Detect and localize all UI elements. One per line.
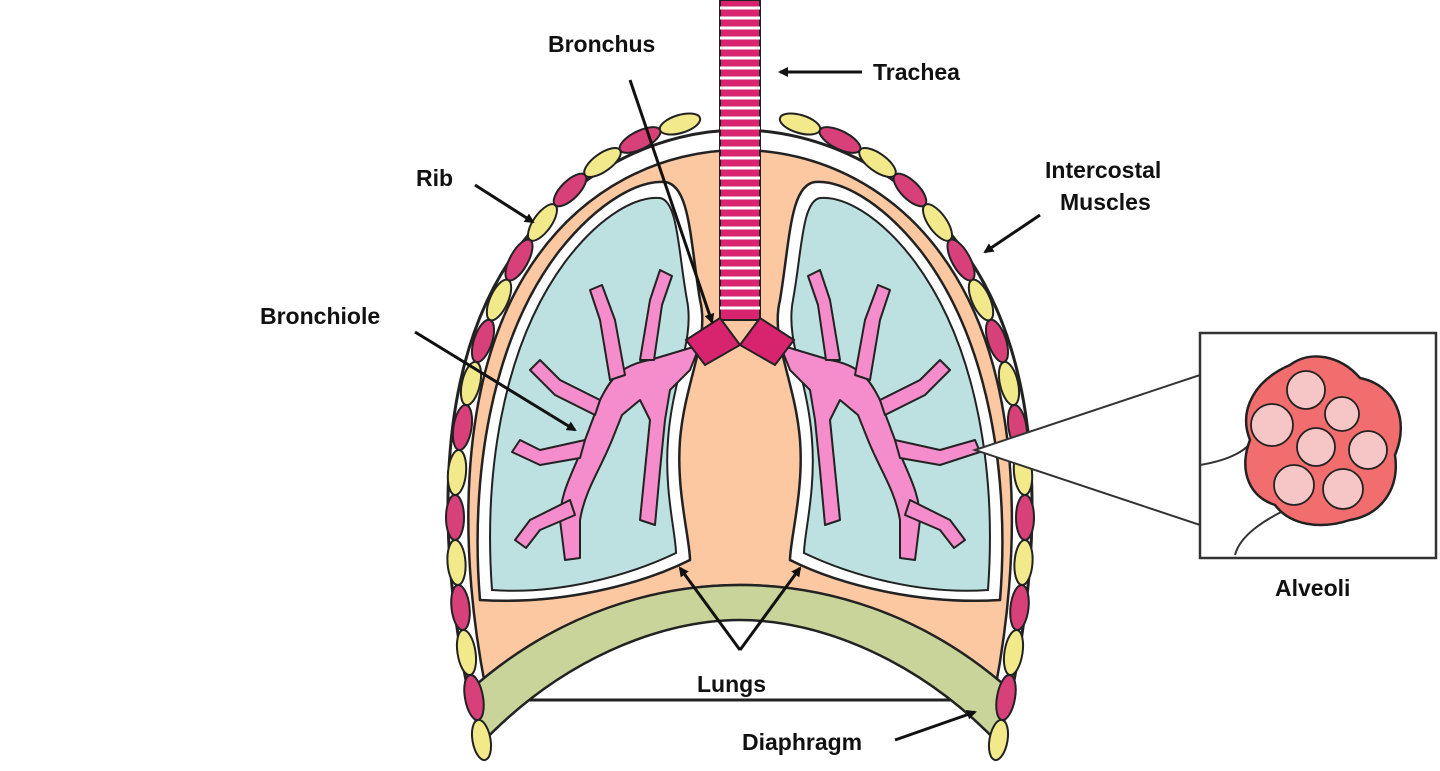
arrow-bronchiole (414, 330, 577, 432)
label-trachea: Trachea (873, 59, 960, 85)
rib (987, 718, 1010, 762)
left-main-bronchus (684, 316, 742, 367)
label-alveoli: Alveoli (1275, 575, 1350, 601)
alveoli-cluster (1244, 355, 1403, 527)
arrow-lungs-right (738, 566, 802, 651)
right-main-bronchus (738, 316, 796, 367)
intercostal-muscle (445, 494, 465, 541)
label-bronchiole: Bronchiole (260, 303, 380, 329)
label-intercostal-line2: Muscles (1060, 189, 1151, 215)
intercostal-muscle (1015, 494, 1035, 541)
alveolus (1296, 427, 1336, 467)
label-diaphragm: Diaphragm (742, 729, 862, 755)
alveolus (1273, 464, 1315, 506)
label-lungs: Lungs (697, 671, 766, 697)
leader-arrows (414, 67, 1041, 742)
arrow-rib (474, 183, 535, 224)
ribcage (445, 112, 1035, 762)
alveolus (1286, 370, 1326, 410)
alveolus (1322, 468, 1364, 510)
alveolus (1348, 430, 1388, 470)
alveolus (1250, 403, 1294, 447)
label-bronchus: Bronchus (548, 31, 655, 57)
trachea-rings (720, 6, 760, 310)
inset-tube-bottom (1234, 509, 1286, 556)
rib (470, 718, 493, 762)
left-bronchial-tree (511, 269, 701, 561)
arrow-intercostal (983, 213, 1041, 254)
alveolus (1324, 396, 1360, 432)
arrow-diaphragm (894, 709, 977, 742)
label-rib: Rib (416, 165, 453, 191)
arrow-lungs-left (678, 566, 742, 651)
right-bronchial-tree (779, 269, 981, 561)
arrow-bronchus (628, 79, 715, 324)
label-intercostal-line1: Intercostal (1045, 157, 1161, 183)
